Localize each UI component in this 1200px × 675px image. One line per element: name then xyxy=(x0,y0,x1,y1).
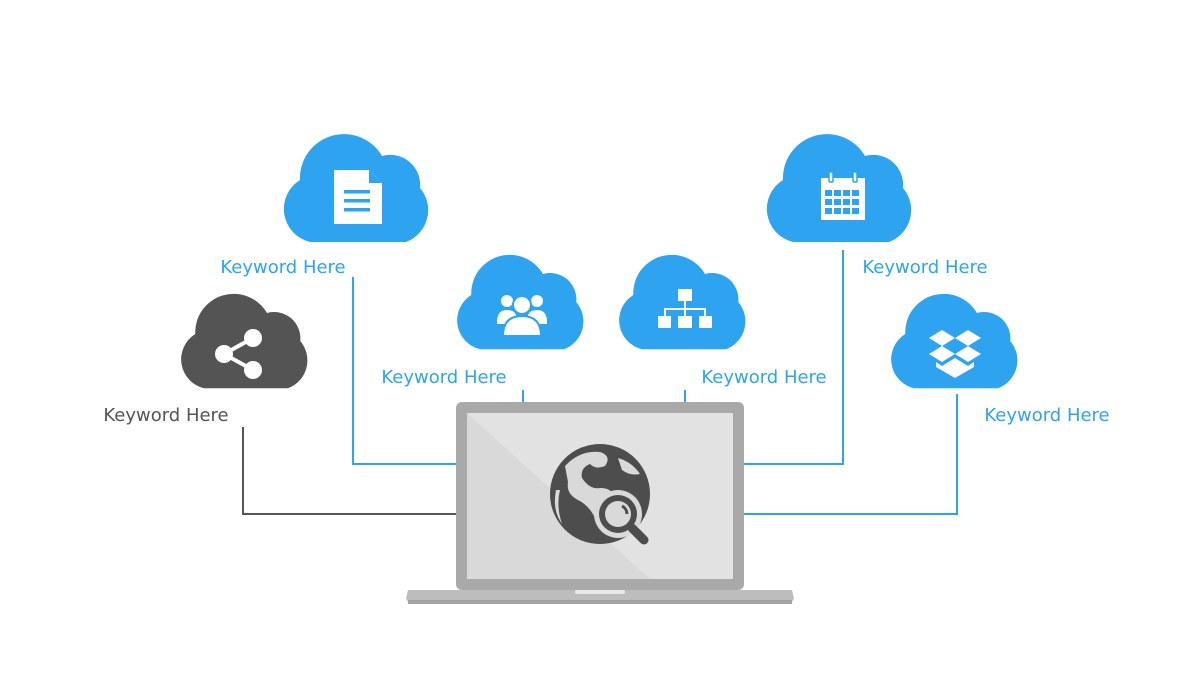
laptop xyxy=(406,402,794,604)
document-icon xyxy=(334,170,382,224)
cloud-document-label: Keyword Here xyxy=(220,257,345,278)
connector-lines xyxy=(242,250,958,515)
connector-document xyxy=(352,277,458,465)
cloud-document: Keyword Here xyxy=(220,134,429,278)
cloud-users: Keyword Here xyxy=(381,254,584,388)
share-icon xyxy=(215,329,262,379)
calendar-icon xyxy=(821,171,865,220)
laptop-notch xyxy=(575,590,625,594)
connector-dropbox xyxy=(744,394,958,515)
cloud-share-label: Keyword Here xyxy=(103,405,228,426)
cloud-users-label: Keyword Here xyxy=(381,367,506,388)
globe-search-icon xyxy=(550,444,650,545)
cloud-dropbox-label: Keyword Here xyxy=(984,405,1109,426)
cloud-calendar-label: Keyword Here xyxy=(862,257,987,278)
cloud-share: Keyword Here xyxy=(103,293,308,426)
dropbox-icon xyxy=(929,330,981,378)
hierarchy-icon xyxy=(658,289,712,328)
connector-calendar xyxy=(744,250,844,465)
cloud-hierarchy-label: Keyword Here xyxy=(701,367,826,388)
connector-share xyxy=(242,427,458,515)
users-icon xyxy=(497,295,547,337)
cloud-hierarchy: Keyword Here xyxy=(619,254,827,388)
cloud-hierarchy-shape xyxy=(619,254,746,350)
cloud-calendar: Keyword Here xyxy=(766,134,988,278)
cloud-dropbox: Keyword Here xyxy=(891,293,1110,426)
laptop-base-shadow xyxy=(408,600,792,604)
